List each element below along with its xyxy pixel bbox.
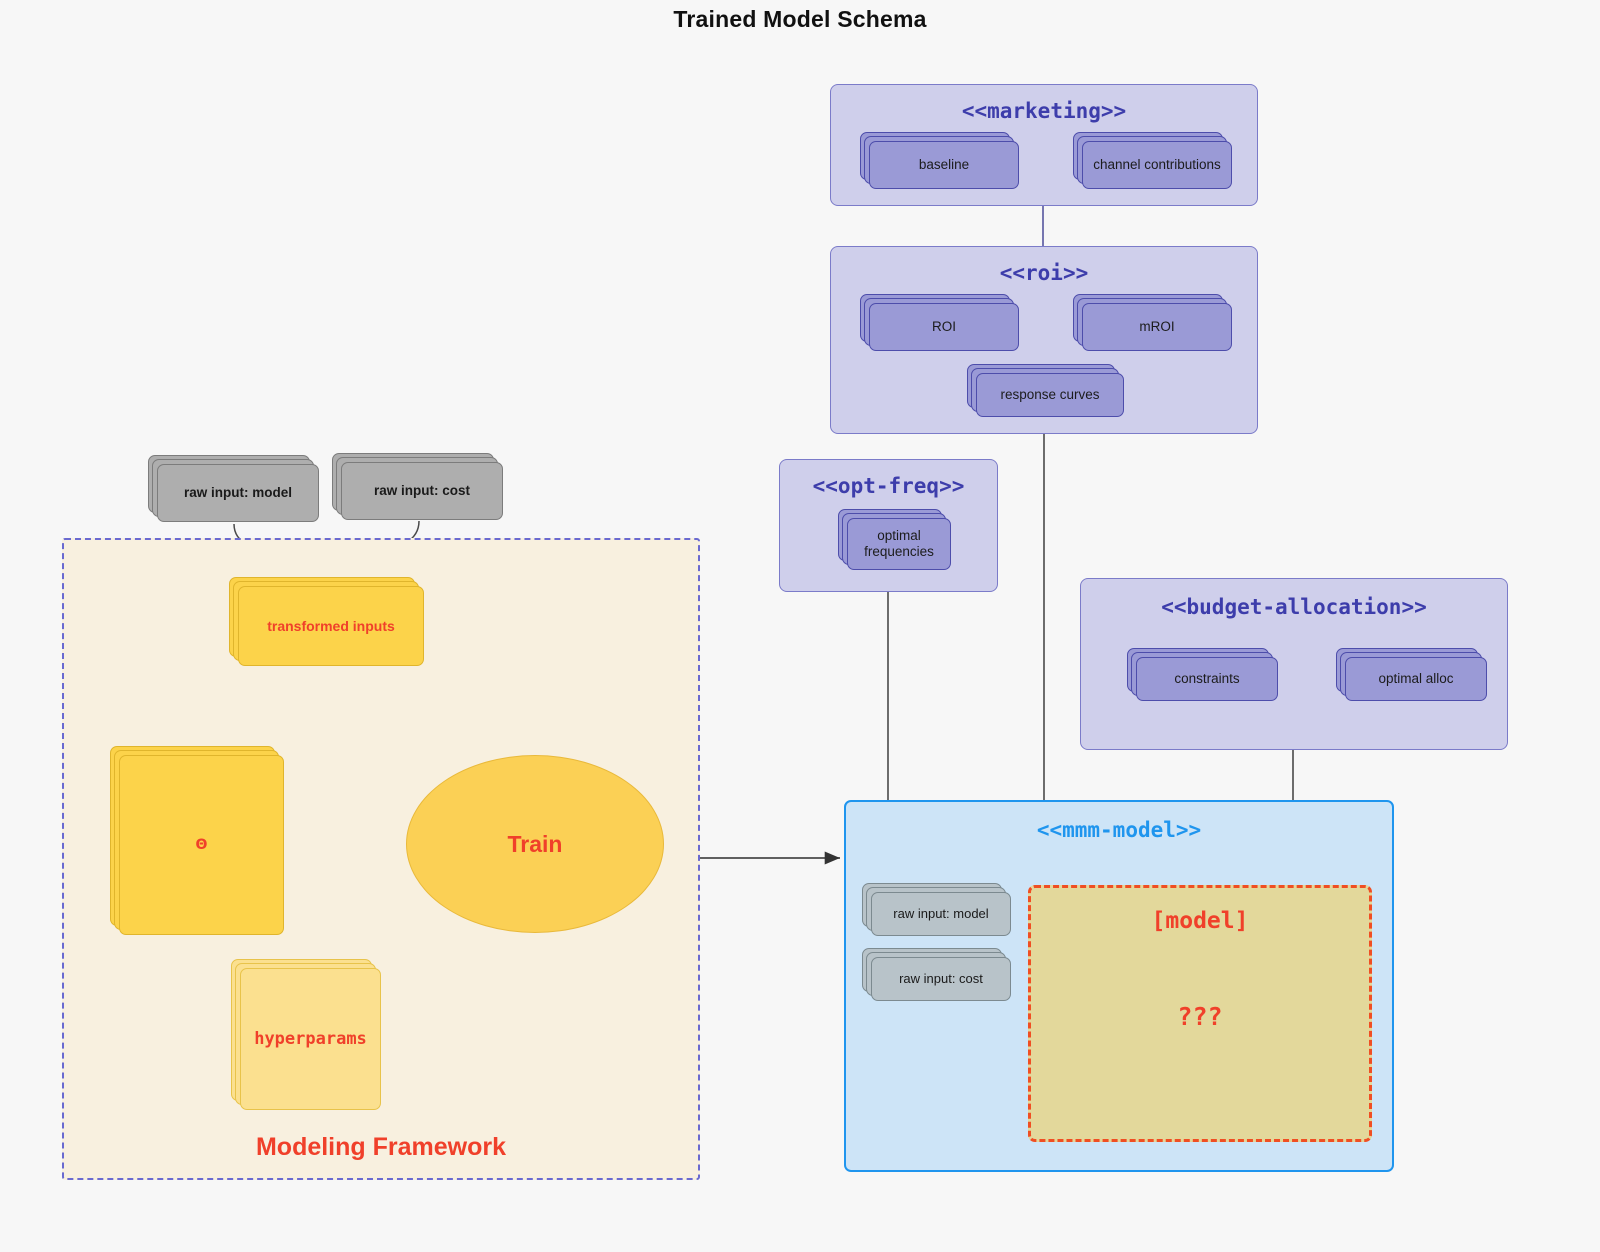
card-front-layer <box>871 957 1011 1001</box>
node-mroi[interactable]: mROI <box>1073 294 1232 351</box>
package-budget-allocation[interactable]: <<budget-allocation>> constraints optima… <box>1080 578 1508 750</box>
node-optimal-alloc-label: optimal alloc <box>1378 671 1454 687</box>
card-front-layer <box>871 892 1011 936</box>
package-roi[interactable]: <<roi>> ROI mROI response curves <box>830 246 1258 434</box>
card-front-layer <box>976 373 1124 417</box>
node-constraints[interactable]: constraints <box>1127 648 1278 701</box>
node-theta-label: Θ <box>195 836 208 853</box>
card-front-layer <box>341 462 503 520</box>
package-mmm-model[interactable]: <<mmm-model>> raw input: model raw input… <box>844 800 1394 1172</box>
card-front-layer <box>119 755 284 935</box>
package-mmm-model-title: <<mmm-model>> <box>1036 818 1202 842</box>
node-optimal-frequencies[interactable]: optimal frequencies <box>838 509 951 570</box>
node-optimal-alloc[interactable]: optimal alloc <box>1336 648 1487 701</box>
node-roi-label: ROI <box>931 319 956 335</box>
page-title: Trained Model Schema <box>673 6 927 32</box>
node-raw-input-model-label: raw input: model <box>184 485 292 501</box>
node-mroi-label: mROI <box>1139 319 1175 335</box>
node-raw-input-cost[interactable]: raw input: cost <box>332 453 503 520</box>
node-baseline[interactable]: baseline <box>860 132 1019 189</box>
model-placeholder-title: [model] <box>1151 908 1249 934</box>
node-baseline-label: baseline <box>918 157 970 173</box>
package-marketing[interactable]: <<marketing>> baseline channel contribut… <box>830 84 1258 206</box>
node-channel-contributions[interactable]: channel contributions <box>1073 132 1232 189</box>
card-front-layer <box>238 586 424 666</box>
node-optimal-frequencies-label: optimal frequencies <box>864 528 934 559</box>
card-front-layer <box>869 141 1019 189</box>
node-hyperparams[interactable]: hyperparams <box>231 959 381 1110</box>
card-front-layer <box>157 464 319 522</box>
node-hyperparams-label: hyperparams <box>254 1028 367 1049</box>
card-front-layer <box>240 968 381 1110</box>
modeling-framework-label: Modeling Framework <box>255 1133 507 1161</box>
card-front-layer <box>847 518 951 570</box>
node-channel-contributions-label: channel contributions <box>1093 157 1221 173</box>
node-transformed-inputs-label: transformed inputs <box>267 617 395 634</box>
node-mmm-raw-input-model-label: raw input: model <box>893 906 989 922</box>
card-front-layer <box>1082 141 1232 189</box>
train-activity-label: Train <box>507 830 563 857</box>
train-activity[interactable]: Train <box>406 755 664 933</box>
node-mmm-raw-input-cost-label: raw input: cost <box>899 971 983 987</box>
node-response-curves[interactable]: response curves <box>967 364 1124 417</box>
node-raw-input-cost-label: raw input: cost <box>373 483 470 499</box>
package-opt-freq-title: <<opt-freq>> <box>812 474 965 498</box>
package-roi-title: <<roi>> <box>999 261 1089 285</box>
package-budget-allocation-title: <<budget-allocation>> <box>1161 595 1427 619</box>
node-theta[interactable]: Θ <box>110 746 284 935</box>
card-front-layer <box>1082 303 1232 351</box>
node-transformed-inputs[interactable]: transformed inputs <box>229 577 424 666</box>
node-mmm-raw-input-model[interactable]: raw input: model <box>862 883 1011 936</box>
node-response-curves-label: response curves <box>1000 387 1100 403</box>
node-roi[interactable]: ROI <box>860 294 1019 351</box>
package-marketing-title: <<marketing>> <box>961 99 1127 123</box>
node-raw-input-model[interactable]: raw input: model <box>148 455 319 522</box>
card-front-layer <box>1345 657 1487 701</box>
model-placeholder-unknown: ??? <box>1177 1002 1223 1031</box>
card-front-layer <box>869 303 1019 351</box>
card-front-layer <box>1136 657 1278 701</box>
node-constraints-label: constraints <box>1174 671 1240 687</box>
node-mmm-raw-input-cost[interactable]: raw input: cost <box>862 948 1011 1001</box>
package-opt-freq[interactable]: <<opt-freq>> optimal frequencies <box>779 459 998 592</box>
model-placeholder-box[interactable]: [model] ??? <box>1028 885 1372 1142</box>
